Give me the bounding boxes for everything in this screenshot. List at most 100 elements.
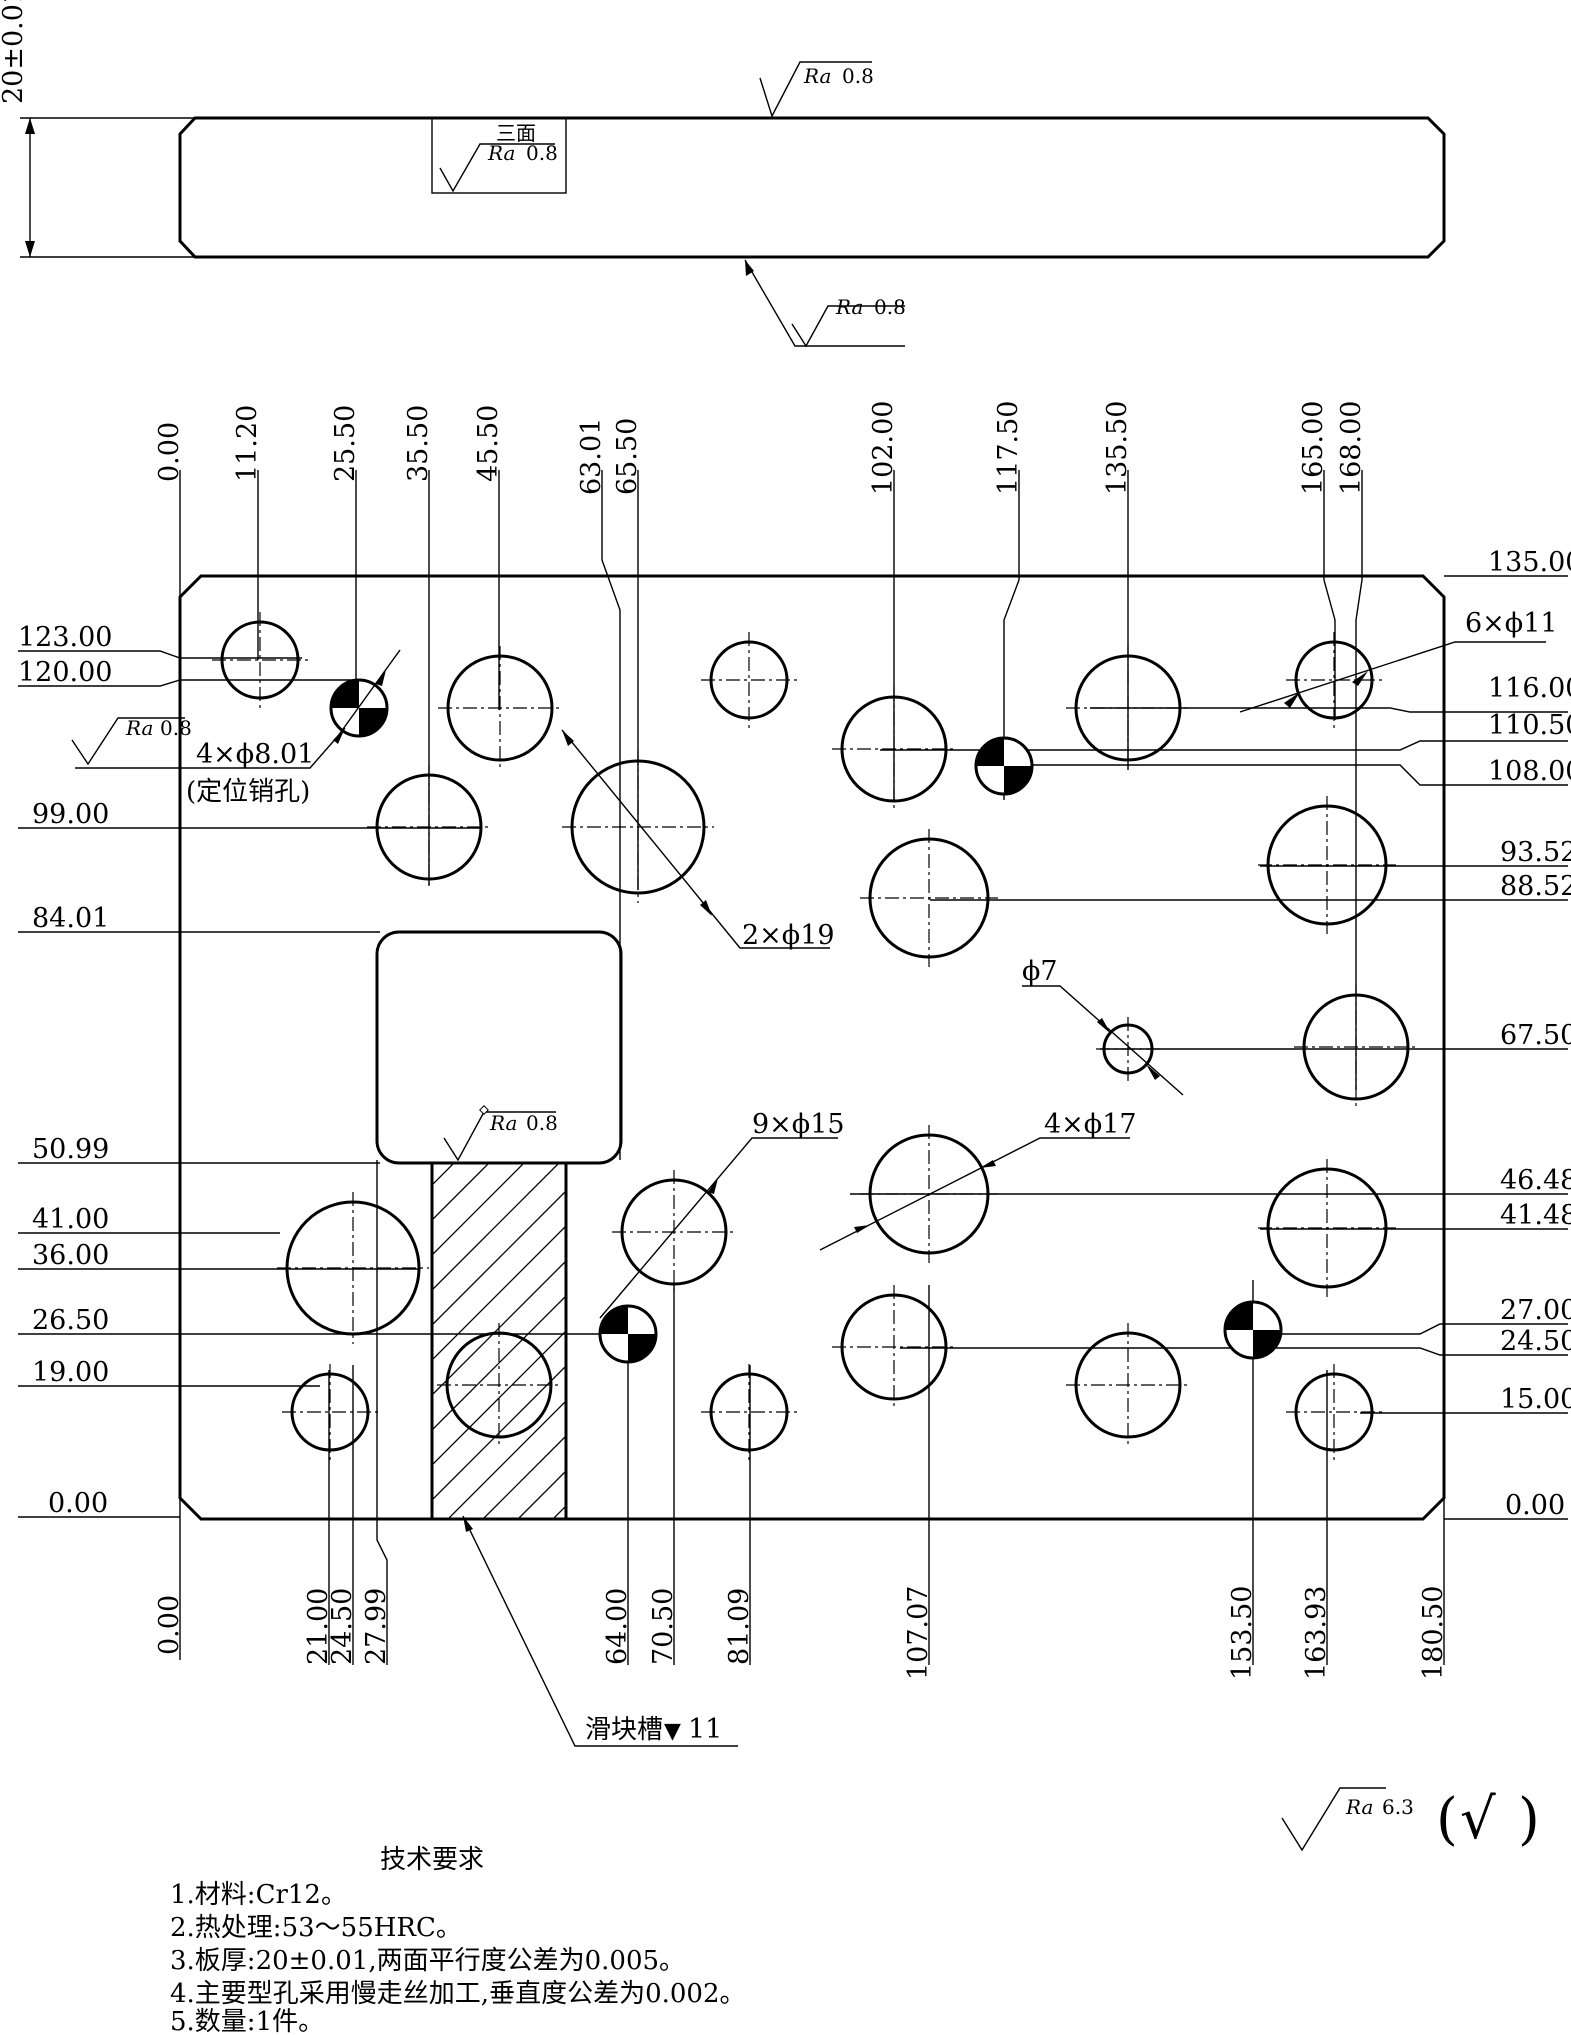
svg-text:0.8: 0.8 bbox=[874, 295, 906, 319]
hole-phi11 bbox=[709, 1372, 789, 1452]
x-dim-label: 165.00 bbox=[1298, 401, 1329, 495]
tech-requirement-item: 4.主要型孔采用慢走丝加工,垂直度公差为0.002。 bbox=[170, 1979, 746, 2009]
slider-groove bbox=[430, 1161, 568, 1521]
pin-holes bbox=[329, 678, 1283, 1364]
general-roughness: Ra 6.3 ( √ ) bbox=[1281, 1787, 1540, 1852]
y-dim-label: 27.00 bbox=[1500, 1295, 1571, 1326]
y-dim-label: 84.01 bbox=[32, 903, 109, 934]
svg-text:Ra: Ra bbox=[835, 295, 863, 319]
pin-hole bbox=[974, 736, 1034, 796]
slot-label: 滑块槽 bbox=[585, 1715, 663, 1745]
x-dim-label: 81.09 bbox=[724, 1588, 755, 1665]
y-dim-label: 93.52 bbox=[1500, 837, 1571, 868]
pin-hole bbox=[598, 1304, 658, 1364]
y-dim-label: 123.00 bbox=[18, 622, 112, 653]
y-dim-label: 26.50 bbox=[32, 1305, 109, 1336]
hole-phi11 bbox=[709, 640, 789, 720]
pin-hole bbox=[1223, 1300, 1283, 1360]
hole-phi11 bbox=[290, 1372, 370, 1452]
svg-text:三面: 三面 bbox=[496, 121, 536, 145]
right-y-dimensions: 135.00 116.00 110.50 108.00 93.52 88.52 … bbox=[1488, 547, 1571, 1521]
roughness-symbol-bottom: Ra 0.8 bbox=[744, 259, 906, 348]
tech-requirement-item: 2.热处理:53～55HRC。 bbox=[170, 1913, 462, 1943]
y-dim-label: 24.50 bbox=[1500, 1326, 1571, 1357]
extension-lines bbox=[18, 470, 1568, 1665]
svg-text:4×ϕ8.01: 4×ϕ8.01 bbox=[196, 739, 314, 770]
plan-view: 0.00 11.20 25.50 35.50 45.50 63.01 65.50… bbox=[18, 401, 1571, 1747]
y-dim-label: 15.00 bbox=[1500, 1384, 1571, 1415]
left-y-dimensions: 123.00 120.00 99.00 84.01 50.99 41.00 36… bbox=[18, 622, 112, 1519]
x-dim-label: 163.93 bbox=[1301, 1586, 1332, 1680]
x-dim-label: 117.50 bbox=[993, 401, 1024, 495]
x-dim-label: 0.00 bbox=[154, 1595, 185, 1655]
x-dim-label: 135.50 bbox=[1102, 401, 1133, 495]
plate-outline bbox=[178, 574, 1446, 1521]
x-dim-label: 11.20 bbox=[232, 405, 263, 482]
x-dim-label: 102.00 bbox=[868, 401, 899, 495]
callout-2x19: 2×ϕ19 bbox=[561, 729, 835, 951]
y-dim-label: 46.48 bbox=[1500, 1165, 1571, 1196]
svg-text:ϕ7: ϕ7 bbox=[1022, 956, 1058, 987]
svg-text:9×ϕ15: 9×ϕ15 bbox=[752, 1109, 845, 1140]
y-dim-label: 99.00 bbox=[32, 799, 109, 830]
y-dim-label: 0.00 bbox=[48, 1488, 108, 1519]
svg-text:0.8: 0.8 bbox=[526, 1111, 558, 1135]
tech-requirements-title: 技术要求 bbox=[380, 1845, 484, 1875]
x-dim-label: 65.50 bbox=[612, 418, 643, 495]
svg-text:2×ϕ19: 2×ϕ19 bbox=[742, 920, 835, 951]
y-dim-label: 116.00 bbox=[1488, 673, 1571, 704]
svg-text:4×ϕ17: 4×ϕ17 bbox=[1044, 1109, 1137, 1140]
y-dim-label: 41.00 bbox=[32, 1204, 109, 1235]
roughness-symbol-three-faces: 三面 Ra 0.8 bbox=[431, 117, 567, 194]
x-dim-label: 0.00 bbox=[154, 422, 185, 482]
x-dim-label: 70.50 bbox=[648, 1588, 679, 1665]
roughness-symbol-top: Ra 0.8 bbox=[759, 61, 874, 118]
side-view-outline bbox=[178, 116, 1446, 259]
x-dim-label: 168.00 bbox=[1336, 401, 1367, 495]
callout-6x11: 6×ϕ11 bbox=[1239, 608, 1558, 713]
x-dim-label: 25.50 bbox=[330, 405, 361, 482]
x-dim-label: 180.50 bbox=[1418, 1586, 1449, 1680]
callout-4x17: 4×ϕ17 bbox=[819, 1109, 1137, 1251]
svg-text:√: √ bbox=[1460, 1787, 1496, 1852]
side-view: 20±0.01 Ra 0.8 三面 Ra 0.8 Ra 0.8 bbox=[0, 0, 1446, 348]
y-dim-label: 110.50 bbox=[1488, 710, 1571, 741]
hole-phi11 bbox=[220, 620, 300, 700]
x-dim-label: 64.00 bbox=[602, 1588, 633, 1665]
callout-9x15: 9×ϕ15 bbox=[599, 1109, 845, 1319]
svg-text:Ra: Ra bbox=[489, 1111, 517, 1135]
top-x-dimensions: 0.00 11.20 25.50 35.50 45.50 63.01 65.50… bbox=[154, 401, 1367, 495]
tech-requirements: 技术要求 1.材料:Cr12。 2.热处理:53～55HRC。 3.板厚:20±… bbox=[170, 1845, 746, 2035]
x-dim-label: 63.01 bbox=[576, 418, 607, 495]
thickness-label: 20±0.01 bbox=[0, 0, 29, 104]
tech-requirement-item: 5.数量:1件。 bbox=[170, 2007, 324, 2035]
y-dim-label: 135.00 bbox=[1488, 547, 1571, 578]
x-dim-label: 35.50 bbox=[403, 405, 434, 482]
callout-pin-holes: 4×ϕ8.01 (定位销孔) Ra 0.8 bbox=[71, 649, 401, 807]
svg-text:(定位销孔): (定位销孔) bbox=[186, 777, 310, 807]
x-dim-label: 21.00 bbox=[303, 1588, 334, 1665]
x-dim-label: 45.50 bbox=[473, 405, 504, 482]
roughness-symbol-slot: Ra 0.8 bbox=[443, 1105, 558, 1162]
svg-text:): ) bbox=[1518, 1787, 1540, 1852]
tech-requirement-item: 1.材料:Cr12。 bbox=[170, 1880, 347, 1910]
y-dim-label: 67.50 bbox=[1500, 1020, 1571, 1051]
bottom-x-dimensions: 0.00 21.00 24.50 27.99 64.00 70.50 81.09… bbox=[154, 1586, 1449, 1680]
svg-text:Ra: Ra bbox=[487, 141, 515, 165]
svg-text:▼: ▼ bbox=[664, 1719, 681, 1744]
svg-text:Ra: Ra bbox=[125, 716, 153, 740]
svg-text:6.3: 6.3 bbox=[1382, 1795, 1414, 1819]
svg-text:0.8: 0.8 bbox=[160, 716, 192, 740]
x-dim-label: 24.50 bbox=[327, 1588, 358, 1665]
x-dim-label: 27.99 bbox=[361, 1588, 392, 1665]
y-dim-label: 0.00 bbox=[1505, 1490, 1565, 1521]
x-dim-label: 153.50 bbox=[1227, 1586, 1258, 1680]
callout-phi7: ϕ7 bbox=[1022, 956, 1184, 1096]
svg-text:11: 11 bbox=[688, 1714, 722, 1745]
callout-slider-groove: 滑块槽 ▼ 11 bbox=[462, 1515, 738, 1747]
hole-phi11 bbox=[1294, 1372, 1374, 1452]
svg-text:(: ( bbox=[1436, 1787, 1458, 1852]
y-dim-label: 36.00 bbox=[32, 1240, 109, 1271]
y-dim-label: 120.00 bbox=[18, 657, 112, 688]
svg-text:6×ϕ11: 6×ϕ11 bbox=[1465, 608, 1558, 639]
